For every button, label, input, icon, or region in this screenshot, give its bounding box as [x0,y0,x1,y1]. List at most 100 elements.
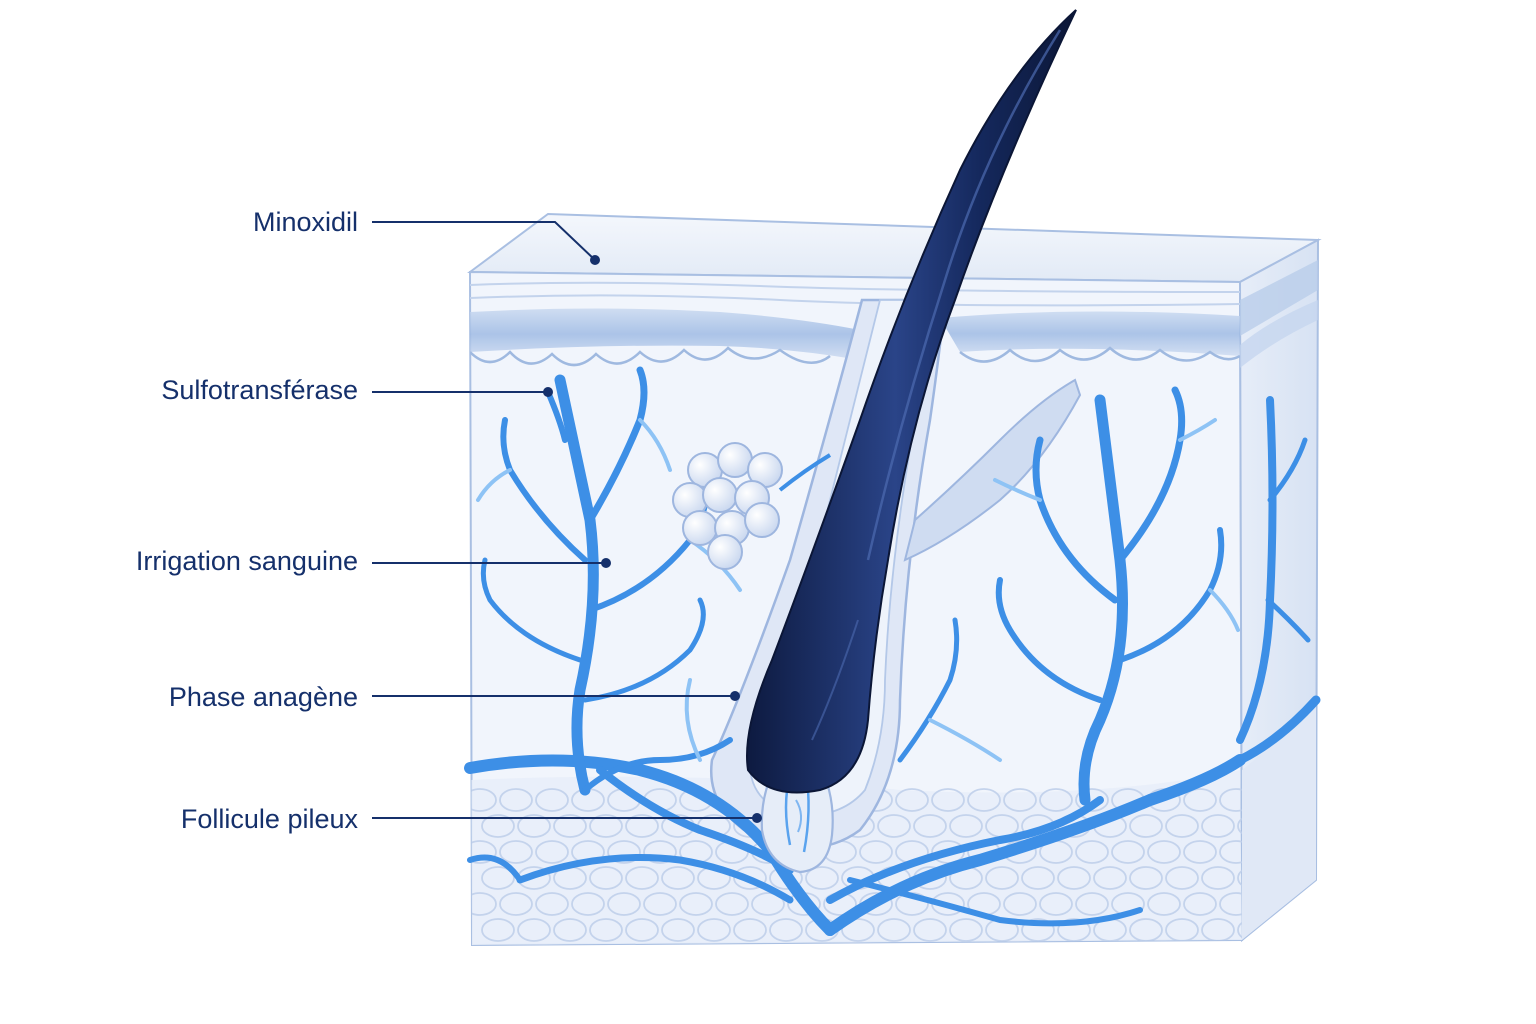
fat-cell [535,892,569,916]
fat-cell [499,788,533,812]
blood-vessel [1117,527,1225,663]
fat-cell [1165,866,1199,890]
fat-cell [1021,866,1055,890]
blood-vessel [586,366,648,524]
fat-cell [607,840,641,864]
fat-cell [1021,918,1055,942]
label-irrigation: Irrigation sanguine [136,546,611,576]
blood-vessel [467,854,523,883]
fat-cell [1201,814,1235,838]
label-anagen-text: Phase anagène [169,682,358,712]
blood-vessel [582,597,706,703]
fat-cell [481,814,515,838]
leader-dot-minoxidil [590,255,600,265]
fat-cell [679,892,713,916]
blood-vessel [1265,597,1311,643]
fat-cell [589,866,623,890]
fat-cell [661,918,695,942]
blood-vessel [476,468,512,502]
fat-cell [1039,788,1073,812]
fat-cell [1057,866,1091,890]
fat-cell [535,788,569,812]
fat-cell [1165,814,1199,838]
epidermis-band [470,308,860,360]
fat-cell [1057,918,1091,942]
fat-cell [625,866,659,890]
fat-cell [949,814,983,838]
fat-cell [1183,840,1217,864]
fat-cell [1183,788,1217,812]
fat-cell [1075,892,1109,916]
fat-cell [1183,892,1217,916]
fat-cell [751,892,785,916]
blood-vessel [897,617,960,763]
fat-cell [733,866,767,890]
fat-cell [553,814,587,838]
fat-cell [553,918,587,942]
fat-cell [643,840,677,864]
sebaceous-lobe [744,502,780,538]
blood-vessel [500,417,588,563]
fat-cell [1201,866,1235,890]
fat-cell [499,840,533,864]
label-minoxidil-text: Minoxidil [253,207,358,237]
blood-vessel [1178,418,1217,442]
blood-vessel [516,854,794,904]
fat-cell [697,918,731,942]
leader-dot-anagen [730,691,740,701]
fat-cell [1129,866,1163,890]
fat-cell [661,866,695,890]
fat-cell [733,918,767,942]
blood-vessel [1235,695,1321,765]
fat-cell [805,866,839,890]
fat-cell [1237,918,1242,942]
label-irrigation-text: Irrigation sanguine [136,546,358,576]
blood-vessel [582,737,733,793]
fat-cell [470,840,497,864]
fat-cell [535,840,569,864]
fat-cell [517,918,551,942]
fat-cell [625,918,659,942]
label-follicle: Follicule pileux [181,804,762,834]
fat-cell [499,892,533,916]
fat-cell [913,814,947,838]
sebaceous-lobe [707,534,743,570]
fat-cell [1219,788,1242,812]
fat-cell [715,892,749,916]
label-sulfotransferase-text: Sulfotransférase [161,375,358,405]
fat-cell [1219,840,1242,864]
fat-cell [481,866,515,890]
fat-cell [1237,866,1242,890]
blood-vessel [1116,386,1186,564]
blood-vessel [1032,436,1119,604]
fat-cell [949,918,983,942]
fat-cell [571,892,605,916]
fat-cell [1093,866,1127,890]
sebaceous-duct [778,453,832,492]
blood-vessel [480,557,583,663]
fat-cell [589,918,623,942]
blood-vessel [993,478,1042,502]
fat-cell [470,788,497,812]
fat-cell [877,814,911,838]
fat-cell [1147,892,1181,916]
fat-cell [643,892,677,916]
blood-vessel [596,766,794,874]
fat-cell [931,788,965,812]
blood-vessel [638,418,672,472]
label-anagen: Phase anagène [169,682,740,712]
skin-top-surface [467,212,1322,284]
fat-cell [985,866,1019,890]
fat-cell [607,892,641,916]
fat-cell [1237,814,1242,838]
fat-cell [481,918,515,942]
label-group: Minoxidil Sulfotransférase Irrigation sa… [136,207,762,834]
fat-cell [589,814,623,838]
fat-cell [841,918,875,942]
fat-cell [1075,788,1109,812]
leader-line-minoxidil [372,221,596,261]
fat-cell [967,788,1001,812]
fat-cell [1147,840,1181,864]
fat-cell [625,814,659,838]
